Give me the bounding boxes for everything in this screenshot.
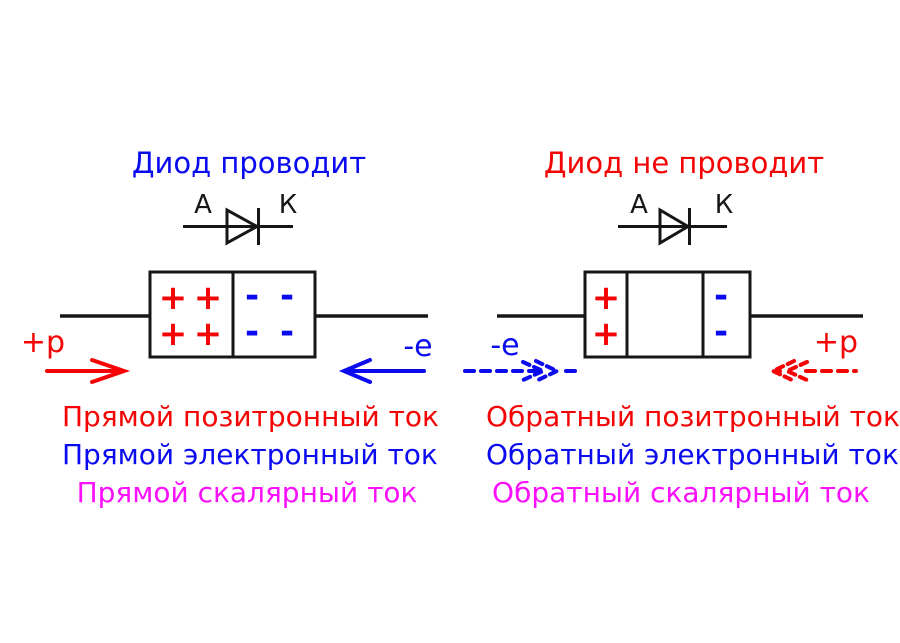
minus-sign: - [714, 312, 728, 352]
right-box-outline [583, 270, 752, 359]
left-anode-label: А [194, 190, 212, 220]
forward-positron-arrow [45, 358, 131, 384]
left-panel-title: Диод проводит [131, 146, 367, 180]
left-cathode-label: К [279, 190, 297, 220]
left-diode-symbol: А К [183, 190, 297, 246]
left-junction-box: + + + + - - - - [60, 270, 428, 359]
right-anode-label: А [630, 190, 648, 220]
caption-forward-positron: Прямой позитронный ток [62, 400, 439, 433]
minus-sign: - [245, 276, 259, 316]
minus-sign: - [280, 312, 294, 352]
left-captions: Прямой позитронный ток Прямой электронны… [62, 398, 439, 512]
minus-sign: - [245, 312, 259, 352]
right-diode-symbol: А К [618, 190, 733, 246]
caption-reverse-electron: Обратный электронный ток [486, 438, 899, 471]
caption-forward-scalar: Прямой скалярный ток [76, 476, 418, 509]
caption-reverse-scalar: Обратный скалярный ток [492, 476, 870, 509]
plus-sign: + [194, 314, 223, 354]
reverse-positron-arrow [768, 359, 858, 383]
right-junction-box: + + - - [497, 270, 863, 359]
right-panel-title: Диод не проводит [543, 146, 825, 180]
right-positron-label: +p [814, 325, 858, 360]
plus-sign: + [159, 278, 188, 318]
left-electron-label: -e [403, 329, 432, 364]
plus-sign: + [194, 278, 223, 318]
diode-anode-triangle [225, 207, 261, 246]
reverse-electron-arrow [463, 359, 577, 383]
forward-electron-arrow [338, 358, 426, 384]
caption-reverse-positron: Обратный позитронный ток [486, 400, 900, 433]
right-captions: Обратный позитронный ток Обратный электр… [486, 398, 900, 512]
plus-sign: + [159, 314, 188, 354]
diode-anode-triangle [658, 207, 691, 246]
minus-sign: - [714, 276, 728, 316]
plus-sign: + [592, 278, 621, 318]
minus-sign: - [280, 276, 294, 316]
plus-sign: + [592, 314, 621, 354]
caption-forward-electron: Прямой электронный ток [62, 438, 438, 471]
right-electron-label: -e [490, 328, 519, 363]
right-cathode-label: К [715, 190, 733, 220]
left-positron-label: +p [21, 325, 65, 360]
